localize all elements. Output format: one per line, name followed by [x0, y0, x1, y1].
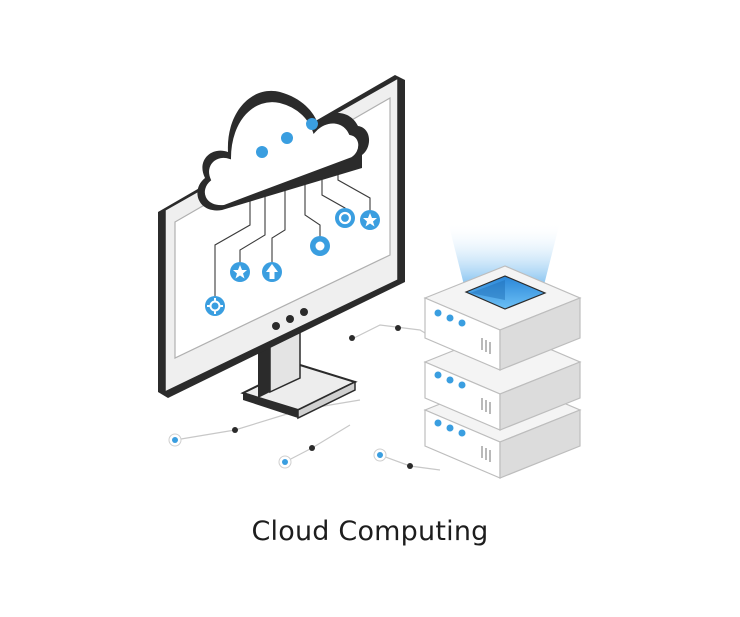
data-beam: [448, 222, 560, 285]
badge-icon: [335, 208, 355, 228]
network-node-icon: [168, 325, 413, 469]
server-unit: [423, 265, 582, 371]
circle-node-icon: [310, 236, 330, 256]
star-icon: [230, 262, 250, 282]
star-badge-icon: [360, 210, 380, 230]
settings-gear-icon: [205, 296, 225, 316]
server-rack-icon: [423, 222, 582, 479]
cursor-arrow-icon: [262, 262, 282, 282]
caption-title: Cloud Computing: [251, 516, 489, 547]
cloud-icon: [197, 90, 370, 211]
screen-icons: [205, 208, 380, 316]
